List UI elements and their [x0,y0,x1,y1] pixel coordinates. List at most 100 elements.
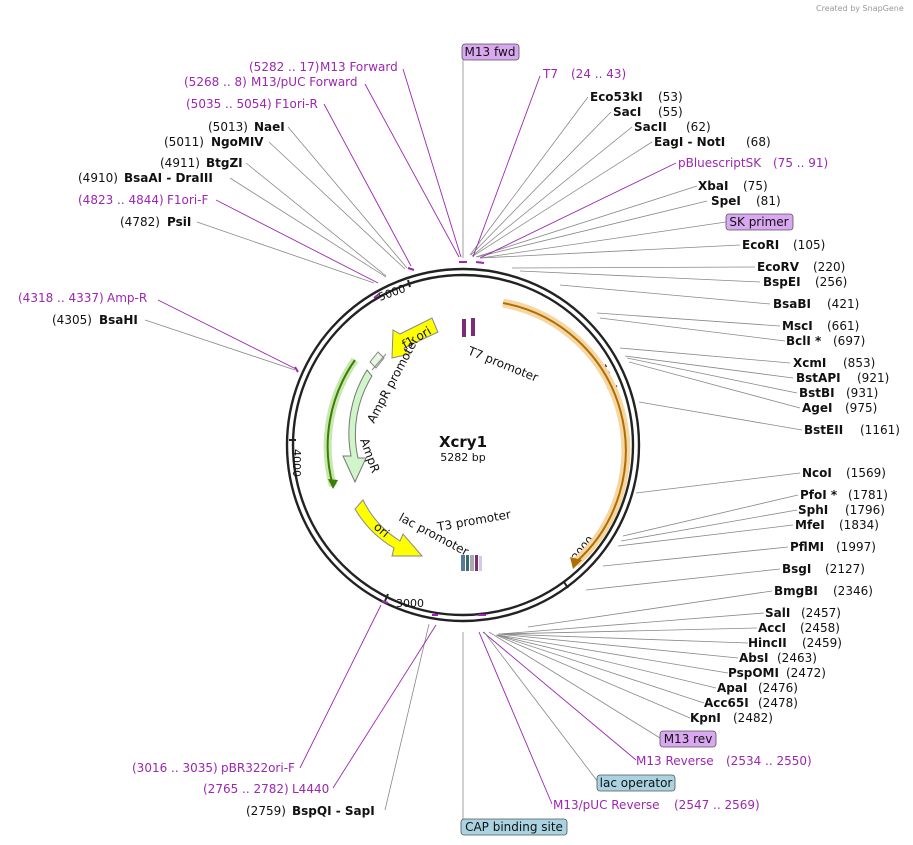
tick-label-4000: 4000 [290,449,303,477]
t7-promoter-label: T7 promoter [465,343,540,384]
primer-name: L4440 [292,782,329,796]
left-site-labels: (5013)NaeI (5011)NgoMIV (4911)BtgZI (491… [52,120,375,818]
primer-pos: (3016 .. 3035) [132,761,218,775]
site-pos: (256) [815,275,847,289]
site-name: Acc65I [704,696,749,710]
site-pos: (2459) [802,636,842,650]
primer-name: M13 Reverse [636,754,714,768]
site-name: MscI [782,319,813,333]
site-name: Eco53kI [590,90,643,104]
right-site-labels: Eco53kI (53) SacI (55) SacII (62) EagI - No… [590,90,900,725]
primer-name: pBluescriptSK [678,156,762,170]
right-leader-lines [469,96,803,719]
ori-feature[interactable] [354,499,424,557]
lac-operator-box-label: lac operator [600,776,673,790]
t3-promoter-label: T3 promoter [435,507,512,534]
site-pos: (81) [756,194,781,208]
site-pos: (421) [827,297,859,311]
site-pos: (1569) [846,466,886,480]
box-leader-lines [462,58,727,820]
site-pos: (55) [658,105,683,119]
site-pos: (661) [827,319,859,333]
tick-label-3000: 3000 [396,597,424,610]
site-pos: (1161) [860,423,900,437]
site-pos: (105) [793,238,825,252]
top-feature-blocks [462,318,475,337]
site-pos: (2463) [777,651,817,665]
site-pos: (2472) [786,666,826,680]
site-name: EcoRV [757,260,800,274]
primer-pos: (5268 .. 8) [184,75,247,89]
primer-pos: (5035 .. 5054) [186,97,272,111]
site-name: BstEII [804,423,843,437]
primer-name: M13/pUC Reverse [553,798,660,812]
site-name: BsaHI [99,313,138,327]
site-pos: (1781) [848,488,888,502]
site-pos: (697) [833,334,865,348]
ampr-promoter-feature[interactable] [369,351,387,371]
site-name: EagI - NotI [654,135,725,149]
primer-pos: (4823 .. 4844) [78,193,164,207]
site-pos: (62) [686,120,711,134]
site-name: AgeI [802,401,832,415]
site-pos: (4782) [120,215,160,229]
site-pos: (853) [843,356,875,370]
green-arc [326,359,356,487]
site-name: BmgBI [774,584,818,598]
primer-pos: (2765 .. 2782) [203,782,289,796]
site-name: SacI [613,105,641,119]
site-name: SacII [634,120,667,134]
site-pos: (53) [658,90,683,104]
primer-pos: (24 .. 43) [571,67,626,81]
site-pos: (2346) [833,584,873,598]
site-name: BspQI - SapI [292,804,375,818]
orf-arrowhead [570,557,582,569]
m13-fwd-box-label: M13 fwd [465,45,516,59]
site-pos: (4305) [52,313,92,327]
site-name: KpnI [690,711,721,725]
site-pos: (75) [743,179,768,193]
primer-marks [294,261,486,616]
primer-pos: (75 .. 91) [773,156,828,170]
site-pos: (2457) [801,606,841,620]
boxed-labels: M13 fwd SK primer M13 rev lac operator C… [460,43,794,836]
site-pos: (2476) [758,681,798,695]
cap-binding-site-box-label: CAP binding site [465,820,563,834]
primer-leader-lines [157,68,677,805]
site-name: AbsI [739,651,768,665]
primer-pos: (4318 .. 4337) [18,291,104,305]
primer-pos: (2534 .. 2550) [726,754,812,768]
f1-ori-feature[interactable] [391,317,439,359]
site-name: BtgZI [206,156,243,170]
site-name: BclI * [786,334,822,348]
site-pos: (4910) [78,171,118,185]
site-name: XbaI [698,179,728,193]
primer-name: F1ori-R [275,97,318,111]
snapgene-credit: Created by SnapGene [816,4,904,13]
site-name: BsaAI - DraIII [124,171,213,185]
m13-rev-box-label: M13 rev [664,732,713,746]
orf-arc [502,302,627,564]
site-name: BspEI [763,275,801,289]
site-name: AccI [758,621,786,635]
site-name: EcoRI [742,238,779,252]
primer-name: T7 [542,67,558,81]
site-name: PsiI [167,215,191,229]
plasmid-name: Xcry1 [439,433,487,451]
site-name: BsgI [782,562,811,576]
primer-name: pBR322ori-F [221,761,295,775]
site-name: PfoI * [800,488,838,502]
site-pos: (975) [845,401,877,415]
primer-name: M13/pUC Forward [251,75,358,89]
green-arrowhead [328,479,338,489]
site-pos: (2759) [246,804,286,818]
primer-pos: (5282 .. 17) [249,60,319,74]
site-name: BstAPI [796,371,841,385]
site-name: PspOMI [728,666,779,680]
left-leader-lines [144,126,430,811]
ampr-feature[interactable] [342,369,373,484]
site-pos: (4911) [160,156,200,170]
site-pos: (2478) [758,696,798,710]
primer-pos: (2547 .. 2569) [674,798,760,812]
site-pos: (1834) [839,518,879,532]
